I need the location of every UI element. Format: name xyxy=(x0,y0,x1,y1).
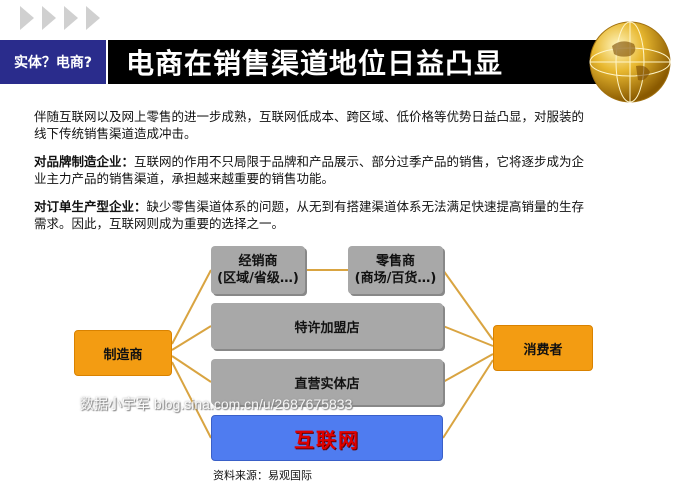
consumer-label: 消费者 xyxy=(523,339,562,358)
connector-line xyxy=(172,270,211,344)
connector-line xyxy=(172,356,211,382)
manufacturer-node: 制造商 xyxy=(74,330,172,376)
distributor-node: 经销商 (区域/省级…) xyxy=(211,246,305,294)
retailer-node: 零售商 (商场/百货…) xyxy=(348,246,443,294)
connector-line xyxy=(443,354,493,382)
franchise-node: 特许加盟店 xyxy=(211,303,443,349)
retailer-label: 零售商 xyxy=(355,253,437,270)
franchise-label: 特许加盟店 xyxy=(294,317,359,336)
watermark: 数据小宇军 blog.sina.com.cn/u/2687675833 xyxy=(80,394,352,414)
connector-line xyxy=(172,326,211,350)
consumer-node: 消费者 xyxy=(493,325,593,371)
internet-label: 互联网 xyxy=(294,424,360,453)
manufacturer-label: 制造商 xyxy=(103,344,142,363)
source-note: 资料来源：易观国际 xyxy=(213,467,312,483)
connector-line xyxy=(443,360,493,438)
internet-node: 互联网 xyxy=(211,415,443,461)
distributor-sublabel: (区域/省级…) xyxy=(217,270,299,287)
retailer-sublabel: (商场/百货…) xyxy=(355,270,437,287)
direct-store-label: 直营实体店 xyxy=(294,373,359,392)
distributor-label: 经销商 xyxy=(217,253,299,270)
